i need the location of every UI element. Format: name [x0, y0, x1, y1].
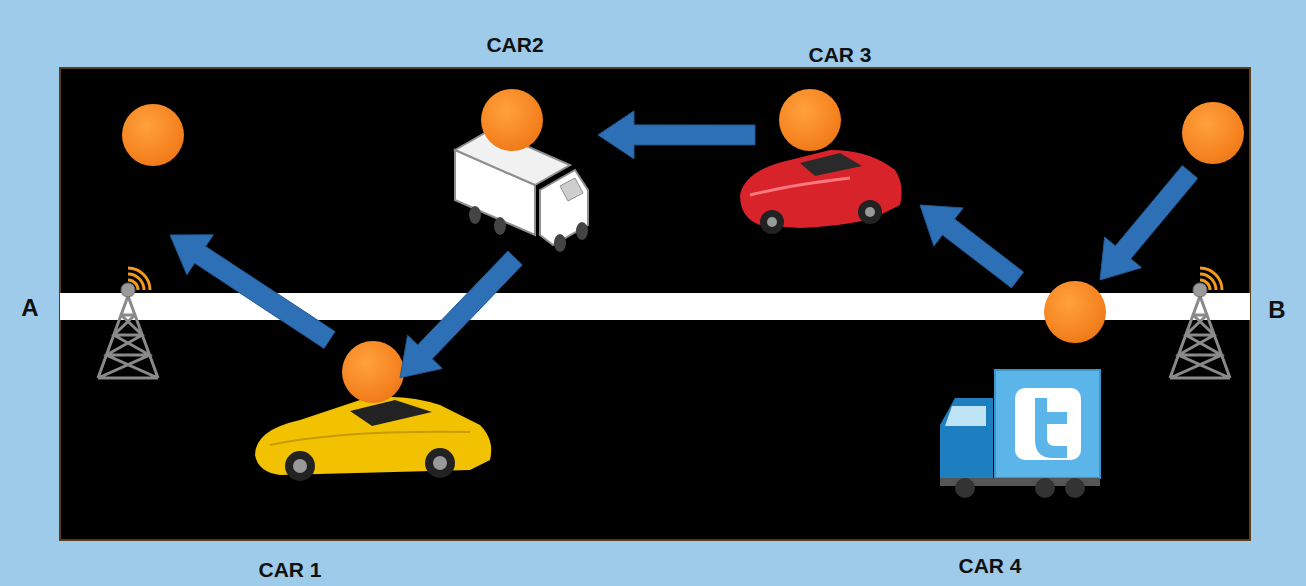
wheel	[494, 217, 506, 235]
wheel	[1065, 478, 1085, 498]
vehicle-node: CAR 3	[755, 85, 920, 235]
wheel	[955, 478, 975, 498]
car-window	[350, 400, 432, 426]
flow-arrow	[170, 235, 335, 349]
road-area	[60, 68, 1250, 540]
yellow-car	[255, 397, 491, 481]
vehicle-node: CAR 1	[250, 340, 400, 480]
node-marker	[1182, 102, 1244, 164]
flow-arrow	[598, 111, 755, 159]
blue-truck	[940, 370, 1100, 498]
car-window	[800, 153, 862, 176]
node-marker	[481, 89, 543, 151]
logo-glyph	[1035, 398, 1067, 458]
node-marker	[342, 341, 404, 403]
wheel	[425, 448, 455, 478]
node-label: CAR2	[486, 33, 543, 56]
truck-window	[945, 406, 986, 426]
wheel-hub	[293, 459, 307, 473]
car-highlight	[750, 178, 850, 195]
wheel	[760, 210, 784, 234]
wheel	[858, 200, 882, 224]
vehicle-node: CAR 4	[940, 280, 1105, 500]
flow-arrow	[920, 205, 1024, 288]
truck-cargo	[995, 370, 1100, 478]
wheel	[576, 222, 588, 240]
node-marker	[1044, 281, 1106, 343]
wheel	[469, 206, 481, 224]
truck-cab	[940, 398, 993, 480]
node-label: CAR 3	[808, 43, 871, 66]
car-line	[270, 432, 470, 445]
truck-window	[560, 178, 583, 201]
node-label: CAR 4	[958, 554, 1021, 577]
node-marker	[779, 89, 841, 151]
wheel	[554, 234, 566, 252]
node-label: B	[1268, 297, 1285, 323]
tower-node: A	[100, 100, 205, 235]
node-marker	[122, 104, 184, 166]
wheel-hub	[433, 456, 447, 470]
flow-arrow	[1100, 166, 1198, 280]
tower-symbol	[1170, 268, 1230, 378]
wheel	[1035, 478, 1055, 498]
wheel-hub	[767, 217, 777, 227]
red-car	[740, 150, 902, 234]
tower-symbol	[98, 268, 158, 378]
flow-arrow	[400, 251, 522, 378]
node-label: A	[21, 295, 38, 321]
vehicle-node: CAR2	[450, 88, 598, 258]
node-label: CAR 1	[258, 558, 321, 581]
truck-cab	[540, 170, 588, 245]
wheel	[285, 451, 315, 481]
wheel-hub	[865, 207, 875, 217]
logo-badge	[1015, 388, 1081, 460]
tower-node: B	[1160, 100, 1250, 172]
